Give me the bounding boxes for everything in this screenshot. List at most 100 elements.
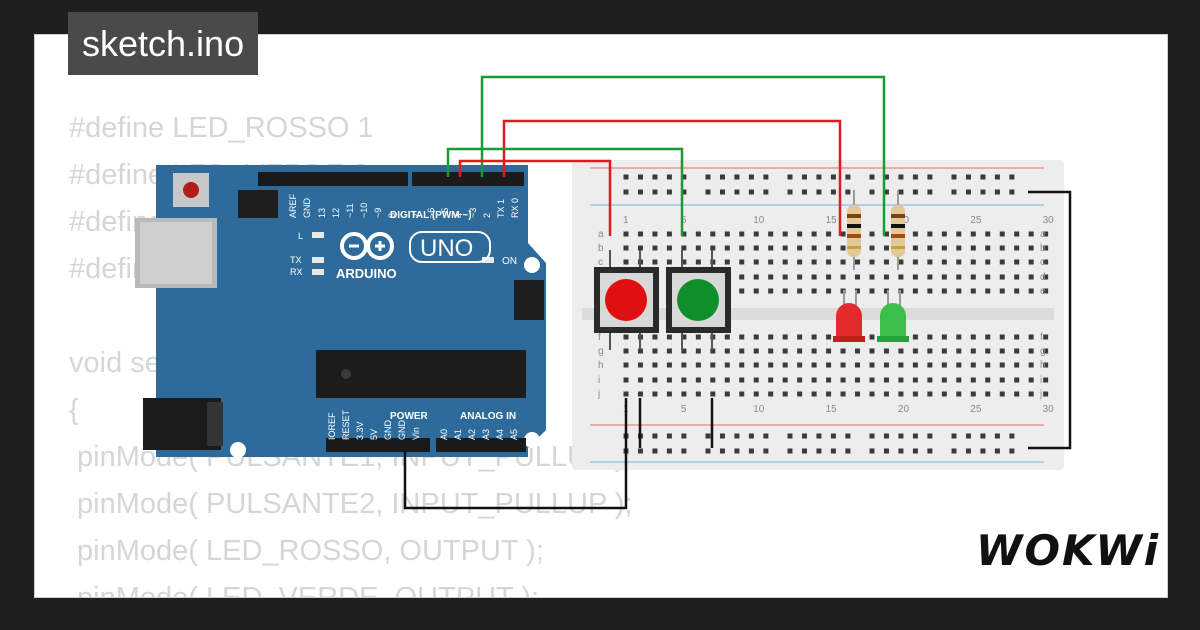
hole[interactable] bbox=[782, 245, 788, 251]
hole[interactable] bbox=[1014, 231, 1020, 237]
rail-hole[interactable] bbox=[787, 448, 793, 454]
rail-hole[interactable] bbox=[1009, 448, 1015, 454]
rail-hole[interactable] bbox=[951, 189, 957, 195]
rail-hole[interactable] bbox=[787, 433, 793, 439]
resistor-green-led[interactable] bbox=[891, 190, 905, 270]
hole[interactable] bbox=[999, 377, 1005, 383]
hole[interactable] bbox=[1014, 288, 1020, 294]
hole[interactable] bbox=[927, 288, 933, 294]
hole[interactable] bbox=[869, 391, 875, 397]
hole[interactable] bbox=[811, 362, 817, 368]
hole[interactable] bbox=[1028, 334, 1034, 340]
hole[interactable] bbox=[652, 245, 658, 251]
hole[interactable] bbox=[797, 348, 803, 354]
rail-hole[interactable] bbox=[912, 448, 918, 454]
hole[interactable] bbox=[985, 288, 991, 294]
rail-hole[interactable] bbox=[719, 189, 725, 195]
rail-hole[interactable] bbox=[666, 174, 672, 180]
rail-hole[interactable] bbox=[748, 433, 754, 439]
hole[interactable] bbox=[797, 274, 803, 280]
hole[interactable] bbox=[912, 288, 918, 294]
led-green[interactable] bbox=[877, 290, 909, 342]
rail-hole[interactable] bbox=[830, 448, 836, 454]
hole[interactable] bbox=[869, 231, 875, 237]
hole[interactable] bbox=[956, 231, 962, 237]
rail-hole[interactable] bbox=[845, 448, 851, 454]
hole[interactable] bbox=[753, 391, 759, 397]
rail-hole[interactable] bbox=[898, 189, 904, 195]
hole[interactable] bbox=[724, 362, 730, 368]
hole[interactable] bbox=[652, 362, 658, 368]
hole[interactable] bbox=[869, 362, 875, 368]
rail-hole[interactable] bbox=[845, 174, 851, 180]
hole[interactable] bbox=[623, 245, 629, 251]
hole[interactable] bbox=[811, 259, 817, 265]
rail-hole[interactable] bbox=[652, 433, 658, 439]
rail-hole[interactable] bbox=[719, 448, 725, 454]
rail-hole[interactable] bbox=[748, 174, 754, 180]
hole[interactable] bbox=[999, 391, 1005, 397]
hole[interactable] bbox=[1043, 362, 1049, 368]
rail-hole[interactable] bbox=[681, 189, 687, 195]
rail-hole[interactable] bbox=[816, 433, 822, 439]
hole[interactable] bbox=[999, 288, 1005, 294]
hole[interactable] bbox=[855, 377, 861, 383]
hole[interactable] bbox=[797, 377, 803, 383]
rail-hole[interactable] bbox=[816, 174, 822, 180]
hole[interactable] bbox=[855, 259, 861, 265]
rail-hole[interactable] bbox=[980, 433, 986, 439]
hole[interactable] bbox=[681, 259, 687, 265]
hole[interactable] bbox=[869, 259, 875, 265]
hole[interactable] bbox=[652, 391, 658, 397]
hole[interactable] bbox=[985, 391, 991, 397]
rail-hole[interactable] bbox=[763, 189, 769, 195]
hole[interactable] bbox=[724, 231, 730, 237]
rail-hole[interactable] bbox=[681, 433, 687, 439]
rail-hole[interactable] bbox=[734, 189, 740, 195]
hole[interactable] bbox=[681, 362, 687, 368]
rail-hole[interactable] bbox=[927, 189, 933, 195]
hole[interactable] bbox=[739, 245, 745, 251]
hole[interactable] bbox=[782, 334, 788, 340]
reset-button-cap[interactable] bbox=[183, 182, 199, 198]
hole[interactable] bbox=[739, 334, 745, 340]
hole[interactable] bbox=[970, 231, 976, 237]
hole[interactable] bbox=[724, 348, 730, 354]
hole[interactable] bbox=[898, 348, 904, 354]
hole[interactable] bbox=[811, 231, 817, 237]
hole[interactable] bbox=[970, 245, 976, 251]
rail-hole[interactable] bbox=[883, 433, 889, 439]
rail-hole[interactable] bbox=[1009, 433, 1015, 439]
hole[interactable] bbox=[985, 245, 991, 251]
hole[interactable] bbox=[869, 245, 875, 251]
hole[interactable] bbox=[768, 231, 774, 237]
rail-hole[interactable] bbox=[994, 174, 1000, 180]
hole[interactable] bbox=[883, 377, 889, 383]
hole[interactable] bbox=[1014, 334, 1020, 340]
hole[interactable] bbox=[739, 231, 745, 237]
hole[interactable] bbox=[623, 362, 629, 368]
hole[interactable] bbox=[898, 362, 904, 368]
rail-hole[interactable] bbox=[830, 189, 836, 195]
hole[interactable] bbox=[840, 362, 846, 368]
hole[interactable] bbox=[956, 348, 962, 354]
rail-hole[interactable] bbox=[845, 189, 851, 195]
hole[interactable] bbox=[753, 231, 759, 237]
hole[interactable] bbox=[710, 245, 716, 251]
rail-hole[interactable] bbox=[705, 433, 711, 439]
hole[interactable] bbox=[883, 231, 889, 237]
hole[interactable] bbox=[869, 377, 875, 383]
hole[interactable] bbox=[1028, 377, 1034, 383]
hole[interactable] bbox=[855, 288, 861, 294]
rail-hole[interactable] bbox=[898, 433, 904, 439]
breadboard[interactable]: 115510101515202025253030aabbccddeeffgghh… bbox=[572, 160, 1064, 470]
hole[interactable] bbox=[1028, 259, 1034, 265]
hole[interactable] bbox=[826, 362, 832, 368]
hole[interactable] bbox=[941, 334, 947, 340]
rail-hole[interactable] bbox=[845, 433, 851, 439]
rail-hole[interactable] bbox=[801, 174, 807, 180]
rail-hole[interactable] bbox=[637, 189, 643, 195]
hole[interactable] bbox=[912, 334, 918, 340]
hole[interactable] bbox=[883, 362, 889, 368]
